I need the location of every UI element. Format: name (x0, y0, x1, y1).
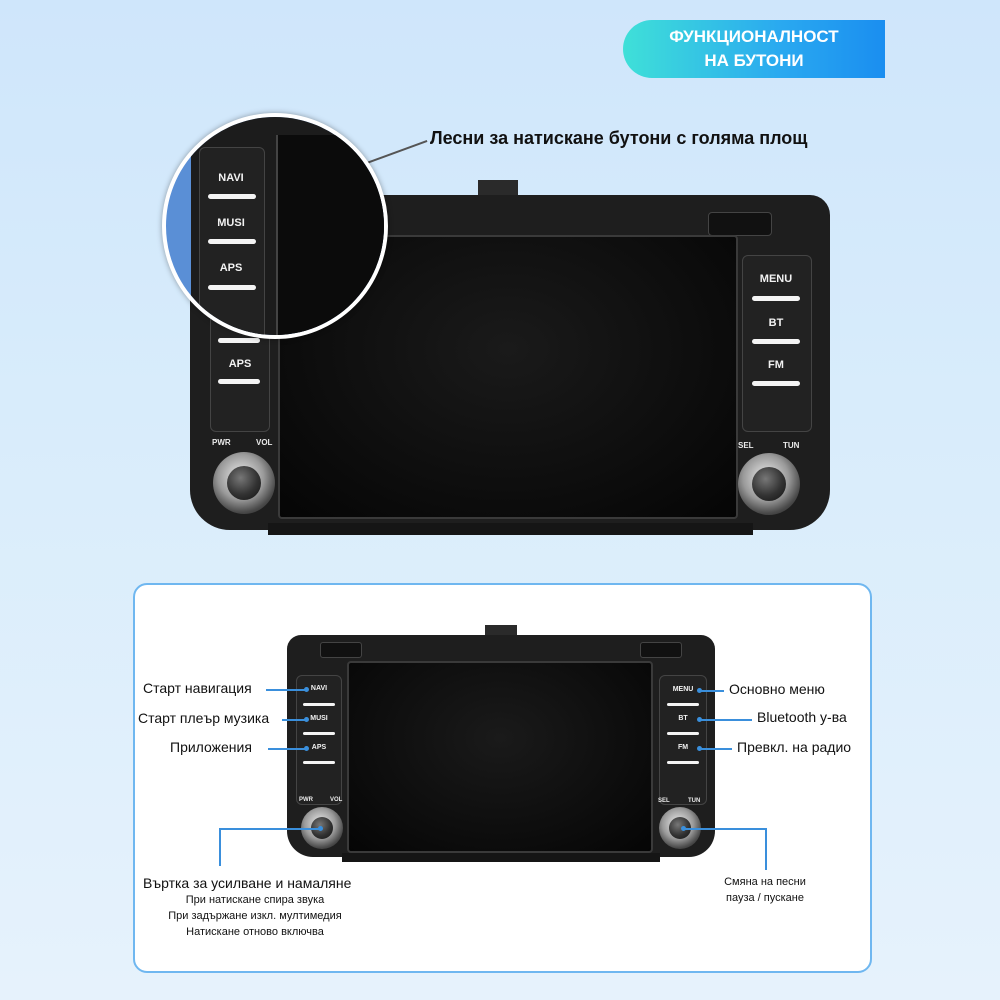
callout-menu: Основно меню (729, 681, 825, 697)
small-button-musi[interactable] (303, 732, 335, 735)
small-label-aps: APS (311, 744, 327, 751)
small-label-bt: BT (678, 715, 688, 722)
callout-navi: Старт навигация (143, 680, 252, 696)
sel-label-small: SEL (658, 798, 670, 804)
radio-unit-small: NAVI MUSI APS MENU BT FM PWR VOL SEL TUN (287, 625, 715, 867)
button-label-menu-large: MENU (759, 273, 793, 285)
tune-knob-cap-large (752, 467, 786, 501)
small-button-bt[interactable] (667, 732, 699, 735)
callout-volume-title: Въртка за усилване и намаляне (143, 875, 352, 891)
connector-tune-v (765, 828, 767, 870)
button-musi-large[interactable] (218, 338, 260, 343)
radio-lip-small (342, 853, 660, 862)
connector-bt (700, 719, 752, 721)
small-button-menu[interactable] (667, 703, 699, 706)
display-screen (278, 235, 738, 519)
zoom-button-navi[interactable] (208, 194, 256, 199)
button-fm-large[interactable] (752, 381, 800, 386)
radio-unit-large: APS MENU BT FM PWR VOL SEL TUN (190, 180, 830, 540)
connector-dot-tune (681, 826, 686, 831)
left-panel-small (296, 675, 342, 805)
callout-bt: Bluetooth у-ва (757, 709, 847, 725)
connector-dot-navi (304, 687, 309, 692)
connector-dot-bt (697, 717, 702, 722)
button-aps-large[interactable] (218, 379, 260, 384)
callout-music: Старт плеър музика (138, 710, 270, 726)
tun-label-large: TUN (783, 441, 800, 450)
zoom-label-aps: APS (219, 262, 243, 274)
headline: Лесни за натискане бутони с голяма площ (430, 128, 808, 148)
connector-fm (700, 748, 732, 750)
button-label-aps-large: APS (228, 358, 252, 370)
slot-right-small (640, 642, 682, 658)
display-screen-small (347, 661, 653, 853)
callout-volume-line-3: Натискане отново включва (186, 926, 324, 938)
vol-label-small: VOL (330, 797, 343, 803)
zoom-label-navi: NAVI (218, 172, 244, 184)
sel-label-large: SEL (738, 441, 754, 450)
callout-volume-line-2: При задържане изкл. мултимедия (168, 910, 342, 922)
zoom-screen-edge (276, 135, 384, 335)
connector-volume-h (219, 828, 320, 830)
small-label-menu: MENU (672, 686, 694, 693)
connector-volume-v (219, 828, 221, 866)
connector-dot-music (304, 717, 309, 722)
magnifier-zoom: NAVI MUSI APS (162, 113, 388, 339)
zoom-button-musi[interactable] (208, 239, 256, 244)
pwr-label-large: PWR (212, 438, 231, 447)
slot-left-small (320, 642, 362, 658)
small-label-fm: FM (677, 744, 689, 751)
button-label-fm-large: FM (768, 359, 784, 371)
callout-tune-line-1: Смяна на песни (724, 876, 806, 888)
connector-dot-fm (697, 746, 702, 751)
button-menu-large[interactable] (752, 296, 800, 301)
small-button-navi[interactable] (303, 703, 335, 706)
connector-apps (268, 748, 306, 750)
small-label-navi: NAVI (310, 685, 328, 692)
connector-menu (700, 690, 724, 692)
zoom-button-aps[interactable] (208, 285, 256, 290)
connector-tune-h (684, 828, 766, 830)
badge-line-2: НА БУТОНИ (704, 51, 804, 70)
badge-line-1: ФУНКЦИОНАЛНОСТ (669, 27, 839, 46)
small-button-aps[interactable] (303, 761, 335, 764)
tune-knob-cap-small (669, 817, 691, 839)
connector-dot-apps (304, 746, 309, 751)
connector-dot-volume (318, 826, 323, 831)
radio-lip (268, 523, 753, 535)
small-button-fm[interactable] (667, 761, 699, 764)
tun-label-small: TUN (688, 798, 701, 804)
section-badge: ФУНКЦИОНАЛНОСТ НА БУТОНИ (623, 20, 885, 78)
callout-tune-line-2: пауза / пускане (726, 892, 804, 904)
eject-slot (708, 212, 772, 236)
zoom-label-musi: MUSI (217, 217, 245, 229)
mount-bracket-small (485, 625, 517, 637)
button-bt-large[interactable] (752, 339, 800, 344)
callout-fm: Превкл. на радио (737, 739, 852, 755)
callout-volume-line-1: При натискане спира звука (185, 894, 325, 906)
connector-dot-menu (697, 688, 702, 693)
volume-knob-cap-large (227, 466, 261, 500)
connector-music (282, 719, 306, 721)
right-panel-small (659, 675, 707, 805)
connector-navi (266, 689, 306, 691)
callout-apps: Приложения (170, 739, 252, 755)
mount-bracket (478, 180, 518, 196)
pwr-label-small: PWR (299, 797, 313, 803)
small-label-musi: MUSI (310, 715, 328, 722)
button-label-bt-large: BT (768, 317, 784, 329)
vol-label-large: VOL (256, 438, 273, 447)
